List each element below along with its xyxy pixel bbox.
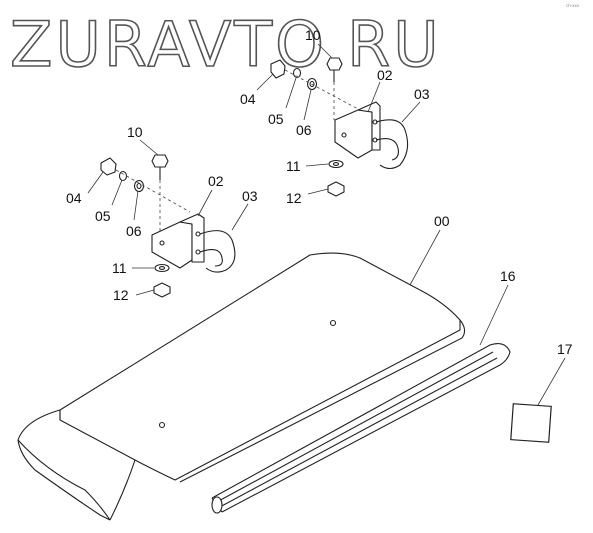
right-bracket-assembly [270,57,409,197]
callout-06-right: 06 [296,122,312,138]
callout-12-left: 12 [113,287,129,303]
callout-12-right: 12 [286,190,302,206]
callout-16: 16 [500,268,516,284]
callout-10-right: 10 [305,27,321,43]
cover-hole [158,421,166,429]
callout-11-right: 11 [286,158,301,174]
nut-12-left [153,282,171,298]
callout-11-left: 11 [112,260,127,276]
cap-nut-04-left [100,157,117,176]
cover-hole [329,319,337,327]
cap-nut-04-right [270,59,286,79]
washer-06-hole [136,182,142,190]
callout-labels: 00 16 17 10 04 05 06 02 03 11 12 10 04 0… [66,27,573,357]
callout-03-right: 03 [414,86,430,102]
bracket-02-left [151,213,205,269]
watermark-text: ZURAVTO.RU [10,8,442,81]
u-bolt-03-right [375,119,409,170]
callout-05-right: 05 [268,111,284,127]
bolt-10-left [151,154,169,238]
callout-17: 17 [557,341,573,357]
callout-10-left: 10 [127,124,143,140]
callout-02-right: 02 [377,67,393,83]
washer-05-left [118,170,128,182]
corner-code: ch-xxx [566,3,580,8]
cover-plate-00 [17,252,466,521]
callout-00: 00 [434,213,450,229]
callout-04-left: 04 [66,190,82,206]
label-plate-17 [510,403,552,443]
callout-03-left: 03 [242,188,258,204]
washer-05-right [292,67,302,79]
trim-strip-16 [211,343,511,514]
callout-02-left: 02 [208,173,224,189]
left-bracket-assembly [100,154,236,298]
callout-06-left: 06 [126,223,142,239]
bracket-02-right [334,101,381,159]
leader-lines [87,43,566,406]
nut-12-right [327,181,345,197]
callout-05-left: 05 [95,208,111,224]
trim-strip-end [211,496,223,514]
callout-04-right: 04 [240,91,256,107]
bolt-10-right [326,57,343,120]
u-bolt-03-left [199,230,236,273]
